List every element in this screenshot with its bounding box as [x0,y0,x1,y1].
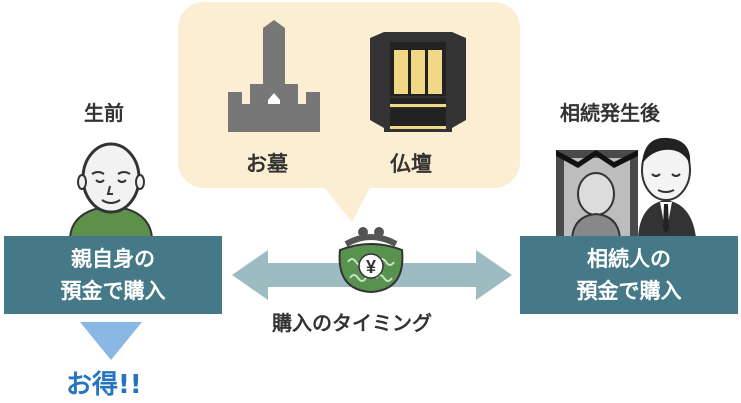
purchase-timing-label: 購入のタイミング [272,311,432,335]
elderly-parent-illustration [68,142,154,238]
butsudan-icon [370,32,466,132]
heir-with-memorial-portrait-illustration [556,137,696,238]
after-inheritance-heading: 相続発生後 [560,101,660,125]
parent-savings-line1: 親自身の [71,247,155,271]
heir-savings-box: 相続人の 預金で購入 [520,236,738,314]
grave-icon [228,20,320,132]
altar-label: 仏壇 [390,152,432,176]
before-death-heading: 生前 [84,101,124,125]
heir-savings-line1: 相続人の [587,247,671,271]
advantage-text: お得!! [66,370,142,400]
heir-savings-line2: 預金で購入 [576,279,682,303]
yen-symbol: ¥ [366,257,376,277]
parent-savings-line2: 預金で購入 [60,279,166,303]
coin-purse-icon: ¥ [338,227,404,294]
grave-label: お墓 [246,152,288,176]
parent-savings-box: 親自身の 預金で購入 [4,236,222,314]
down-arrow-icon [80,322,142,360]
